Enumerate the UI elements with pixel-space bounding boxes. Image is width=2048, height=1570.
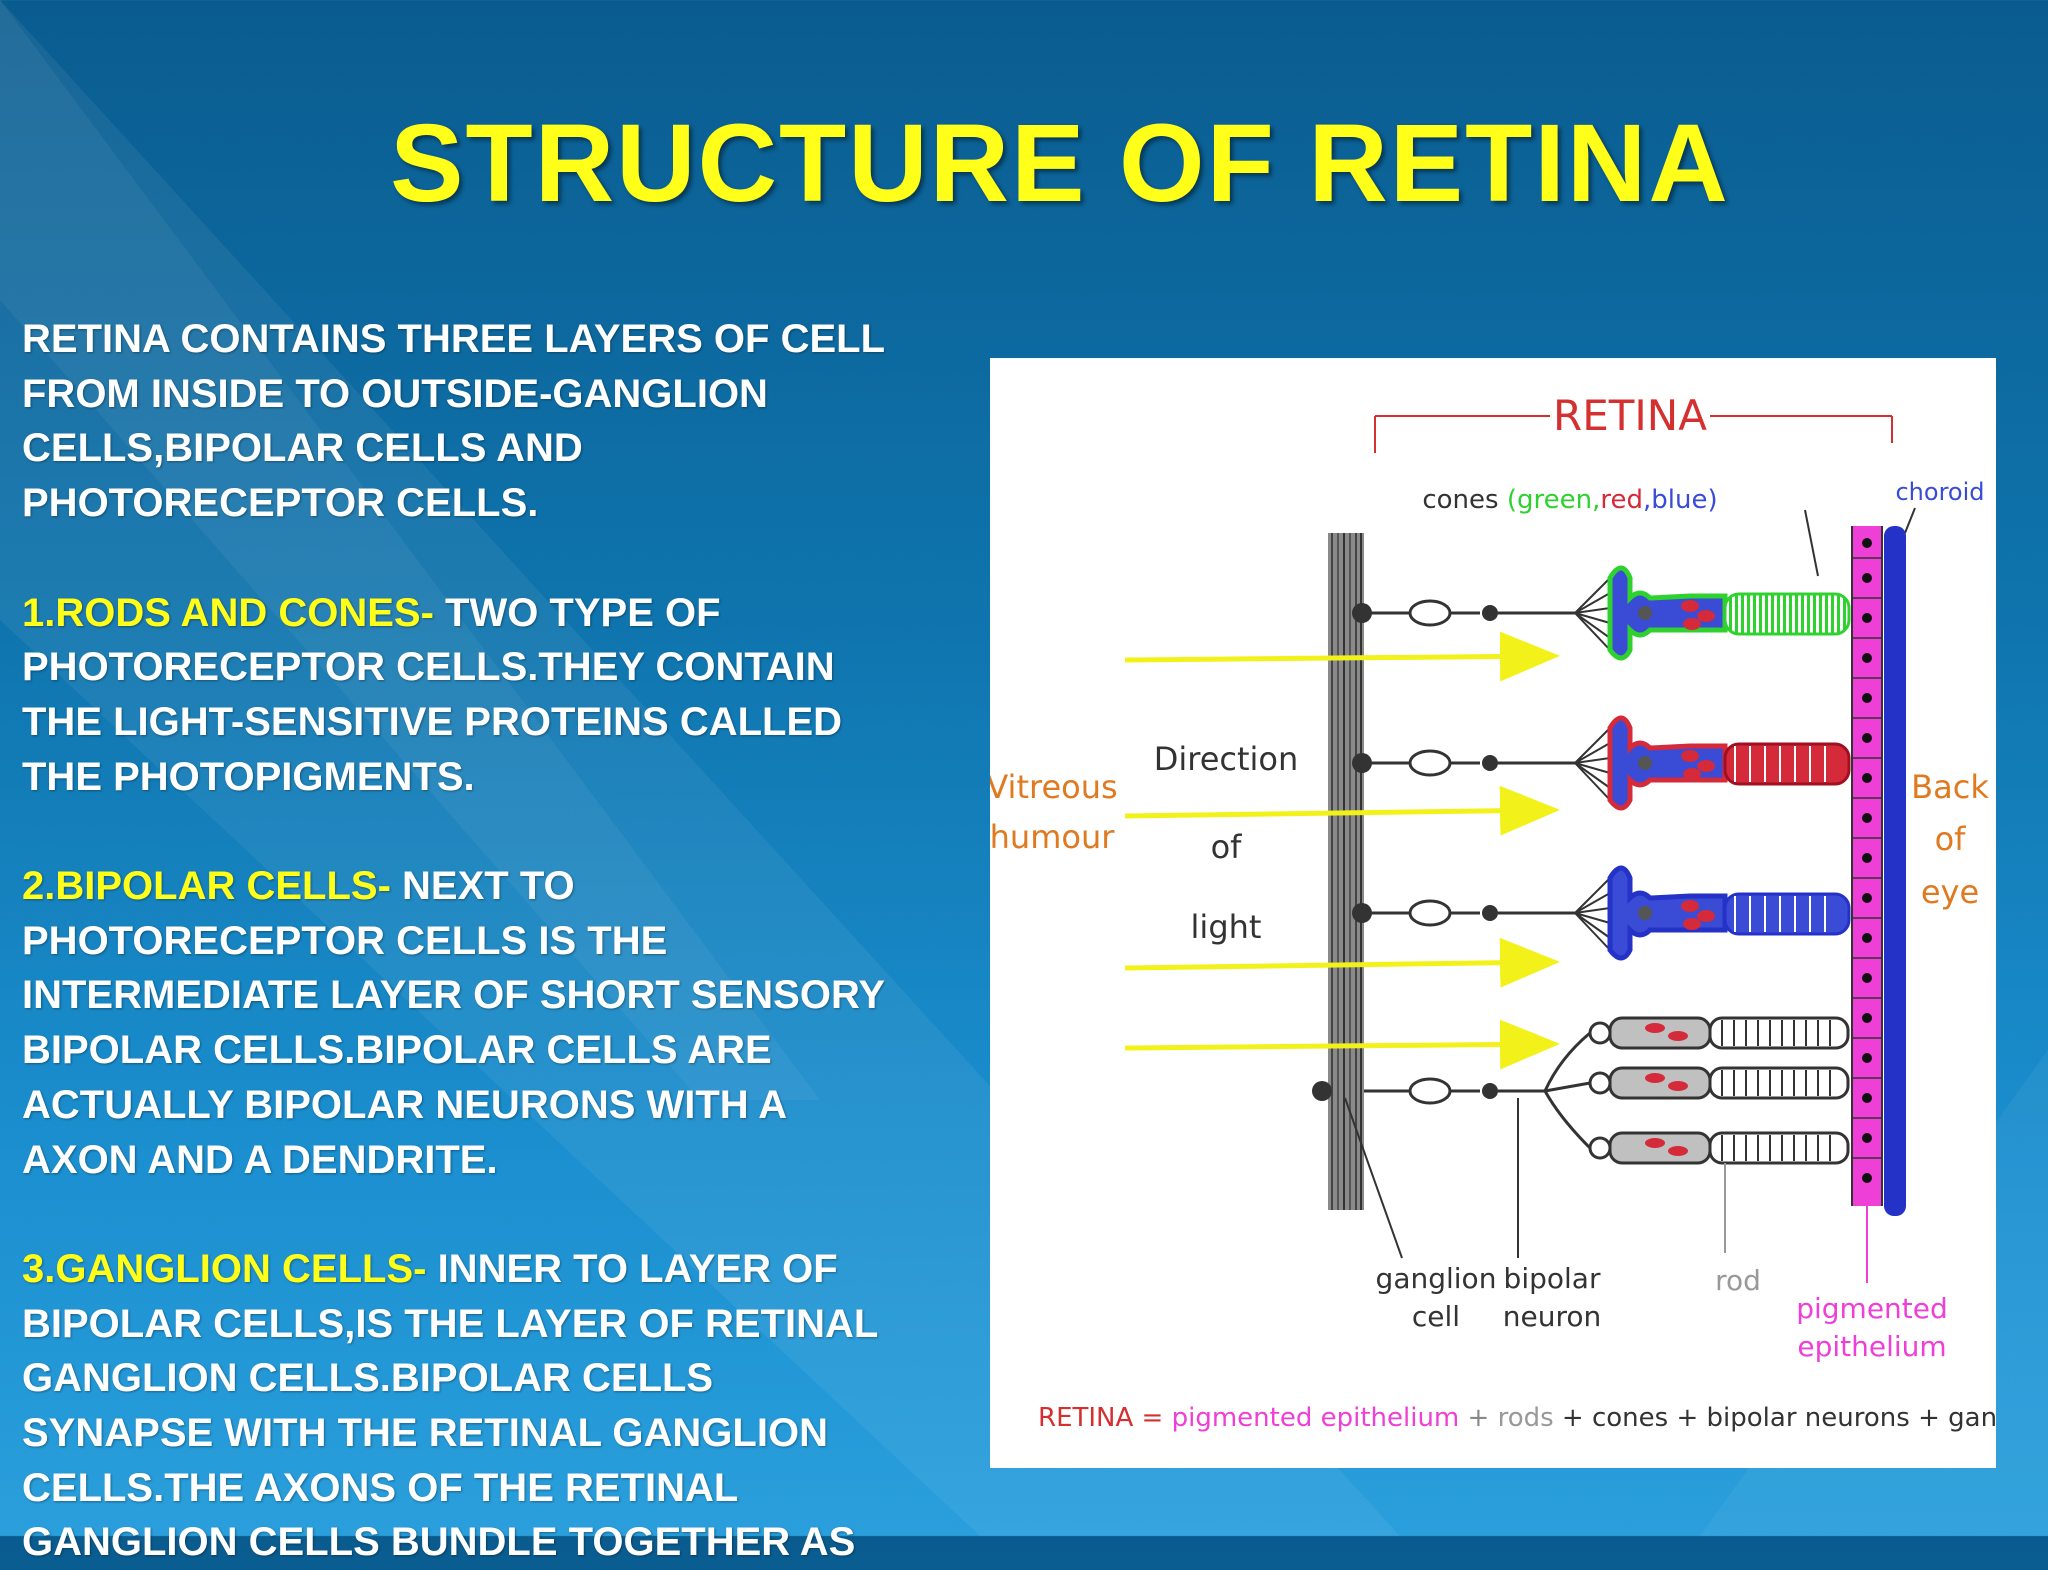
direction-label-3: light [1191,908,1262,946]
retina-label: RETINA [1553,391,1707,440]
ganglion-heading: 3.GANGLION CELLS- [22,1246,427,1291]
cones-close-paren: ) [1707,485,1717,515]
bipolar-neuron-label-1: bipolar [1504,1262,1601,1295]
ganglion-line-3: GANGLION CELLS.BIPOLAR CELLS [22,1356,714,1401]
bipolar-line-4: BIPOLAR CELLS.BIPOLAR CELLS ARE [22,1028,772,1073]
ganglion-body [1352,903,1372,923]
intro-line-4: PHOTORECEPTOR CELLS. [22,481,539,526]
cones-word: cones [1422,485,1498,515]
cones-green: green [1517,485,1592,515]
paragraph-gap [22,1187,1022,1242]
equation-ganglion: ganglion cells [1948,1403,1996,1433]
rod-cells [1312,1016,1850,1165]
equation-cones: cones [1592,1403,1668,1433]
pigmented-epithelium-layer [1851,526,1883,1206]
green-cone-cell [1364,565,1851,661]
back-of-eye-label-1: Back [1911,768,1989,806]
cones-open-paren: ( [1499,485,1517,515]
bipolar-line-5: ACTUALLY BIPOLAR NEURONS WITH A [22,1082,788,1127]
cones-blue: blue [1651,485,1707,515]
rods-cones-heading: 1.RODS AND CONES- [22,590,434,635]
choroid-layer [1884,526,1906,1216]
ganglion-first-line-text: INNER TO LAYER OF [426,1246,838,1291]
cones-red: red [1600,485,1643,515]
light-direction-arrows [1124,631,1560,1070]
back-of-eye-label-3: eye [1921,873,1979,911]
intro-line-2: FROM INSIDE TO OUTSIDE-GANGLION [22,371,768,416]
ganglion-cell-label-2: cell [1412,1300,1460,1333]
paragraph-gap [22,804,1022,859]
retina-bracket [1374,386,1893,453]
cones-comma-2: , [1643,485,1651,515]
intro-line-1: RETINA CONTAINS THREE LAYERS OF CELL [22,317,886,361]
bipolar-line-3: INTERMEDIATE LAYER OF SHORT SENSORY [22,973,886,1018]
choroid-label: choroid [1895,478,1984,506]
direction-label-1: Direction [1154,740,1299,778]
equation-rods: rods [1498,1403,1554,1433]
equation-retina: RETINA [1038,1403,1133,1433]
bipolar-line-6: AXON AND A DENDRITE. [22,1137,498,1182]
equation-plus-1: + [1459,1403,1497,1433]
ganglion-body [1352,753,1372,773]
equation-plus-4: + [1910,1403,1948,1433]
cones-comma-1: , [1592,485,1600,515]
paragraph-gap [22,531,1022,586]
ganglion-pointer [1344,1097,1403,1259]
vitreous-label-1: Vitreous [990,768,1118,806]
bipolar-neuron-label-2: neuron [1503,1300,1602,1333]
red-cone-cell [1364,715,1851,811]
pigmented-epithelium-label-2: epithelium [1797,1330,1946,1363]
ganglion-line-4: SYNAPSE WITH THE RETINAL GANGLION [22,1411,828,1456]
ganglion-first-line: 3.GANGLION CELLS- INNER TO LAYER OF [22,1242,1022,1297]
direction-label-2: of [1211,828,1243,866]
nerve-fibre-layer [1328,533,1364,1210]
rods-cones-line-2: PHOTORECEPTOR CELLS.THEY CONTAIN [22,645,835,690]
pigmented-epithelium-label-1: pigmented [1796,1292,1948,1325]
vitreous-label-2: humour [990,818,1115,856]
ganglion-line-2: BIPOLAR CELLS,IS THE LAYER OF RETINAL [22,1301,879,1346]
bipolar-heading: 2.BIPOLAR CELLS- [22,864,391,908]
rods-cones-first-line-text: TWO TYPE OF [433,590,721,635]
back-of-eye-label-2: of [1935,820,1967,858]
slide-body: RETINA CONTAINS THREE LAYERS OF CELL FRO… [22,312,1022,1570]
ganglion-line-5: CELLS.THE AXONS OF THE RETINAL [22,1465,739,1510]
rods-cones-line-3: THE LIGHT-SENSITIVE PROTEINS CALLED [22,699,843,744]
equation-plus-2: + [1554,1403,1592,1433]
slide-title: STRUCTURE OF RETINA [390,102,1730,225]
equation-plus-3: + [1668,1403,1706,1433]
equation-equals: = [1133,1403,1171,1433]
cones-label: cones (green,red,blue) [1422,485,1717,515]
equation-pigmented: pigmented epithelium [1172,1403,1460,1433]
ganglion-body [1352,603,1372,623]
blue-cone-cell [1364,865,1851,961]
intro-line-3: CELLS,BIPOLAR CELLS AND [22,426,583,471]
bipolar-first-line-text: NEXT TO [390,864,575,908]
ganglion-line-6: GANGLION CELLS BUNDLE TOGETHER AS [22,1520,856,1565]
rods-cones-first-line: 1.RODS AND CONES- TWO TYPE OF [22,586,1022,641]
rods-cones-line-4: THE PHOTOPIGMENTS. [22,754,475,799]
bipolar-first-line: 2.BIPOLAR CELLS- NEXT TO [22,859,1022,914]
retina-equation: RETINA = pigmented epithelium + rods + c… [1038,1403,1996,1433]
equation-bipolar: bipolar neurons [1707,1403,1910,1433]
ganglion-cell-label-1: ganglion [1376,1262,1497,1295]
rod-label: rod [1715,1264,1761,1297]
retina-diagram: RETINA cones (green,red,blue) choroid [990,358,1996,1468]
bipolar-line-2: PHOTORECEPTOR CELLS IS THE [22,918,668,963]
